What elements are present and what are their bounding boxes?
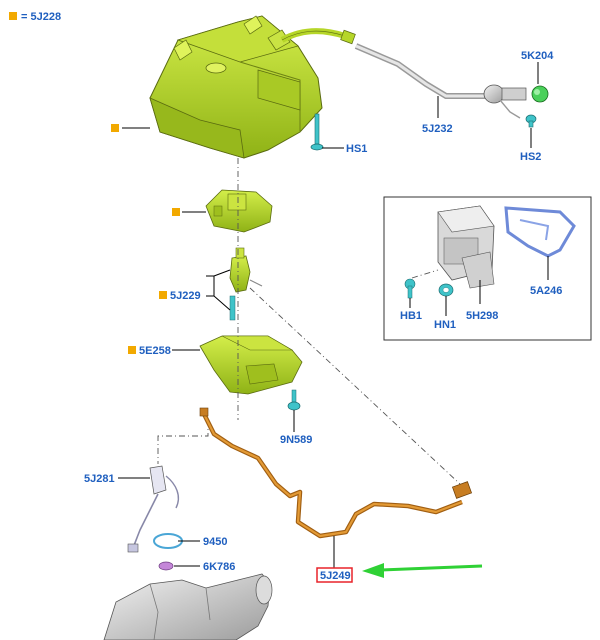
label-5a246: 5A246 — [530, 285, 562, 297]
label-hs1: HS1 — [346, 143, 367, 155]
label-hb1: HB1 — [400, 310, 422, 322]
marker-tank-square-icon — [111, 124, 119, 132]
nut-9n589 — [287, 389, 301, 411]
cap-5k204 — [531, 85, 549, 103]
label-5j232: 5J232 — [422, 123, 453, 135]
fastener-hs2 — [525, 114, 537, 128]
label-6k786: 6K786 — [203, 561, 235, 573]
label-5e258: 5E258 — [139, 345, 171, 357]
label-5h298: 5H298 — [466, 310, 498, 322]
label-5j229: 5J229 — [170, 290, 201, 302]
marker-5e258-square-icon — [128, 346, 136, 354]
bolt-hs1 — [310, 113, 324, 151]
marker-cover-square-icon — [172, 208, 180, 216]
reservoir-tank — [149, 15, 323, 159]
legend-text: = 5J228 — [21, 11, 61, 23]
pump-cover — [205, 189, 273, 233]
label-5j249: 5J249 — [320, 570, 351, 582]
green-arrow-icon — [362, 563, 483, 578]
label-hn1: HN1 — [434, 319, 456, 331]
label-5k204: 5K204 — [521, 50, 554, 62]
bracket-5e258 — [199, 335, 303, 395]
pipe-5j232 — [354, 43, 527, 119]
converter-body — [103, 573, 273, 640]
sensor-5j281 — [127, 465, 180, 553]
legend-square-icon — [9, 12, 17, 20]
inset-box — [383, 196, 592, 341]
marker-5j229-square-icon — [159, 291, 167, 299]
seal-9450 — [153, 533, 183, 549]
clamp-6k786 — [158, 561, 174, 571]
label-hs2: HS2 — [520, 151, 541, 163]
label-9450: 9450 — [203, 536, 227, 548]
label-9n589: 9N589 — [280, 434, 312, 446]
highlight-box — [316, 567, 353, 583]
pump-5j229 — [229, 247, 263, 321]
hose-5j249 — [199, 407, 473, 539]
label-5j281: 5J281 — [84, 473, 115, 485]
